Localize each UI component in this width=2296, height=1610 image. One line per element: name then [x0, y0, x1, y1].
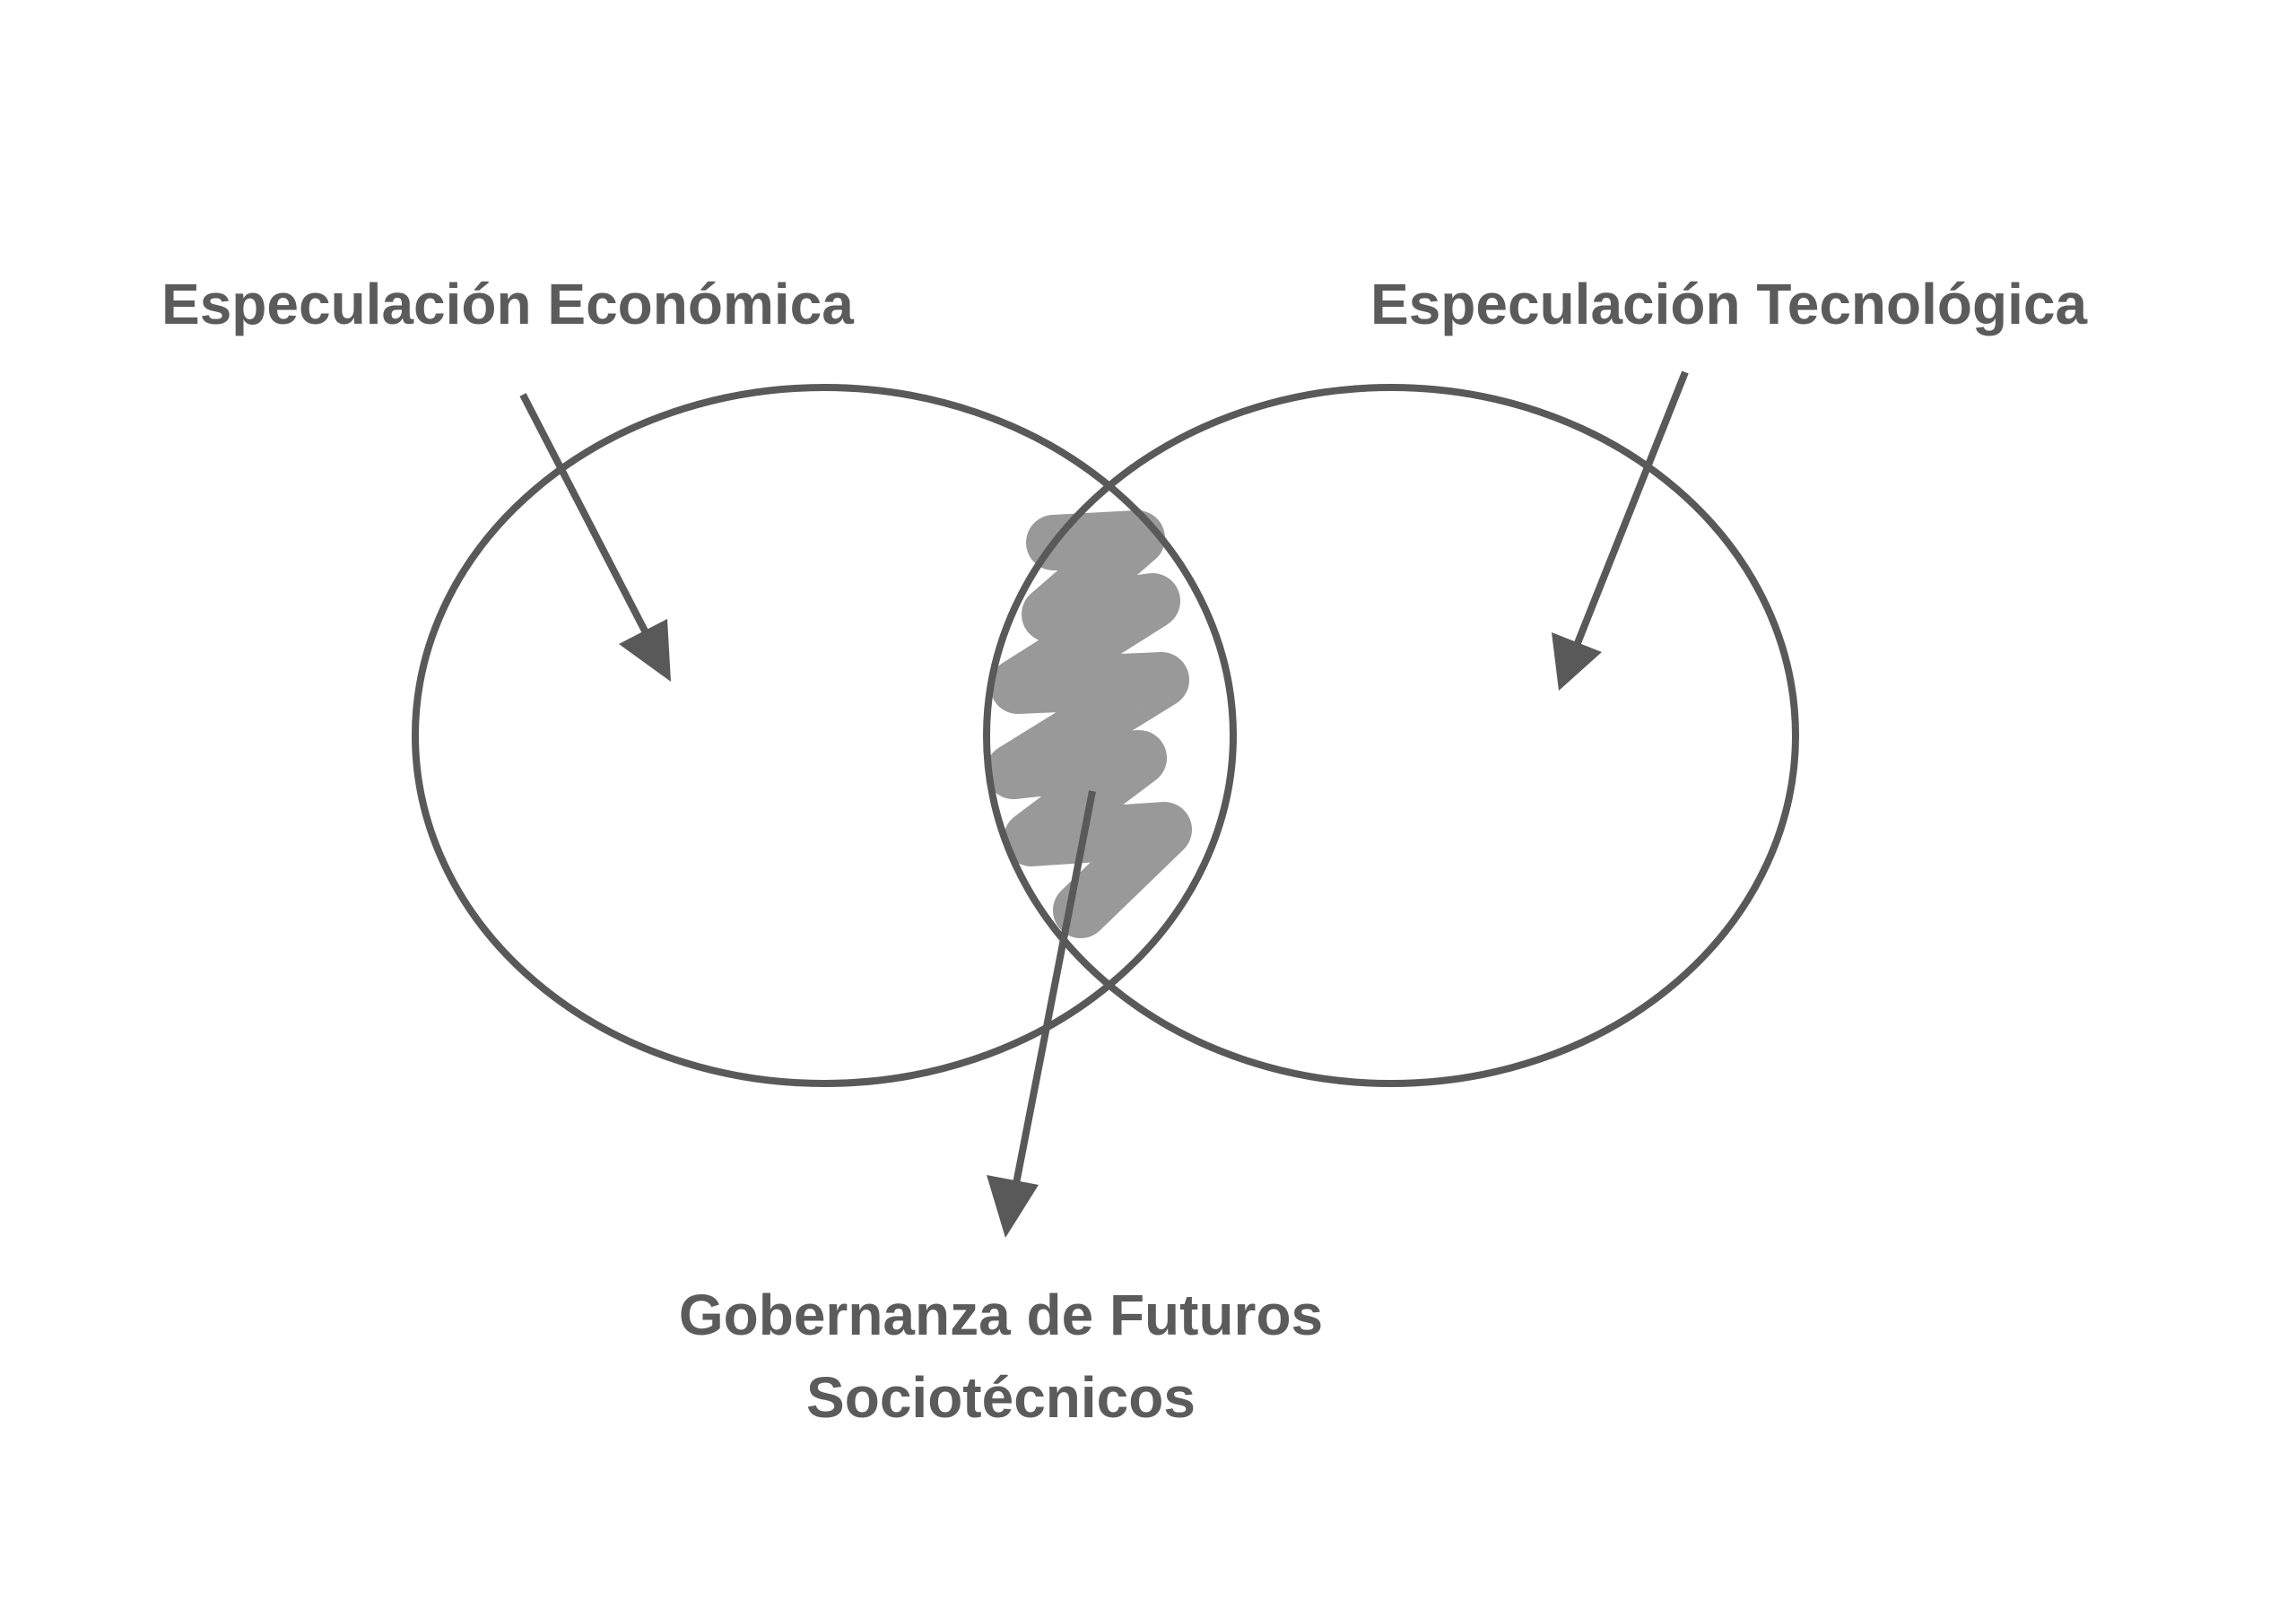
intersection-squiggle — [986, 510, 1192, 938]
label-governance: Gobernanza de Futuros Sociotécnicos — [679, 1274, 1323, 1439]
label-technological-speculation: Especulación Tecnológica — [1370, 272, 2088, 336]
technological-circle — [983, 384, 1799, 1087]
economic-arrow — [519, 393, 671, 682]
label-governance-line2: Sociotécnicos — [806, 1365, 1196, 1430]
governance-arrow — [987, 790, 1096, 1238]
label-economic-speculation: Especulación Económica — [161, 272, 854, 336]
label-governance-line1: Gobernanza de Futuros — [678, 1283, 1324, 1347]
technological-arrow — [1552, 370, 1689, 691]
economic-circle — [412, 384, 1237, 1087]
